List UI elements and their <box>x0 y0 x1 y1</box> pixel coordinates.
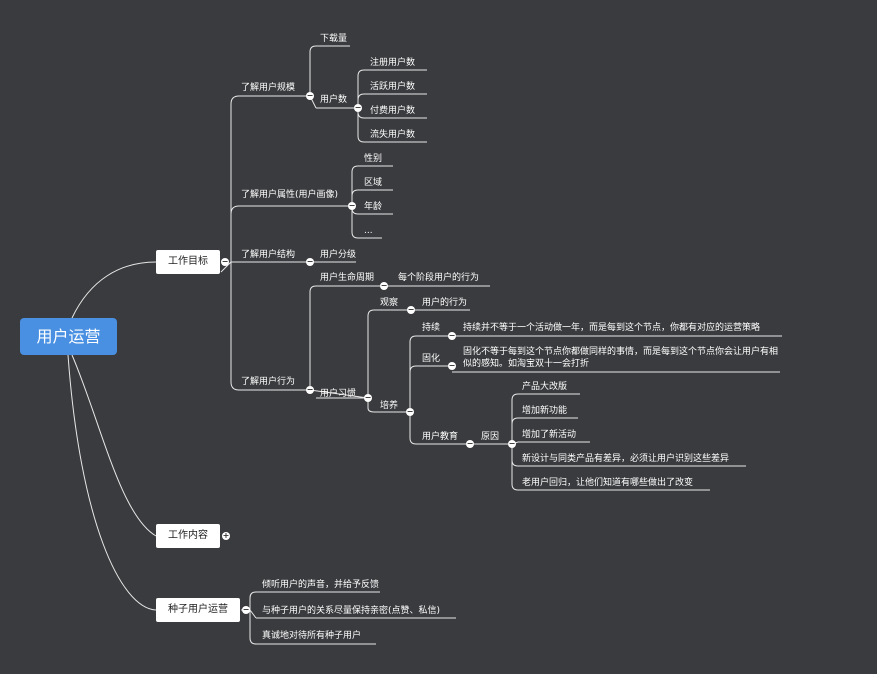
behavior-node[interactable]: 了解用户行为 <box>241 377 296 387</box>
seed-item[interactable]: 真诚地对待所有种子用户 <box>262 631 362 641</box>
minus-toggle-icon[interactable]: − <box>448 361 456 370</box>
work-content-node[interactable]: 工作内容 <box>156 524 220 548</box>
minus-toggle-icon[interactable]: − <box>407 305 415 314</box>
cultivate-node[interactable]: 培养 <box>380 401 399 411</box>
user-count-item[interactable]: 流失用户数 <box>370 130 416 140</box>
minus-toggle-icon[interactable]: − <box>406 407 414 416</box>
seed-user-label: 种子用户运营 <box>168 604 228 615</box>
habits-node[interactable]: 用户习惯 <box>320 389 357 399</box>
work-goal-node[interactable]: 工作目标 <box>156 250 220 274</box>
reason-item[interactable]: 老用户回归，让他们知道有哪些做出了改变 <box>522 478 694 488</box>
reason-item[interactable]: 产品大改版 <box>522 382 568 392</box>
solidify-node[interactable]: 固化 <box>422 354 441 364</box>
observe-node[interactable]: 观察 <box>380 298 399 308</box>
seed-item[interactable]: 倾听用户的声音，并给予反馈 <box>262 580 380 590</box>
lifecycle-node[interactable]: 用户生命周期 <box>320 273 375 283</box>
user-count-item[interactable]: 注册用户数 <box>370 58 416 68</box>
minus-toggle-icon[interactable]: − <box>221 257 229 266</box>
minus-toggle-icon[interactable]: − <box>364 393 372 402</box>
attributes-node[interactable]: 了解用户属性(用户画像) <box>241 190 339 200</box>
reason-node[interactable]: 原因 <box>481 432 500 442</box>
user-count-item[interactable]: 活跃用户数 <box>370 82 416 92</box>
minus-toggle-icon[interactable]: − <box>242 605 250 614</box>
persist-node[interactable]: 持续 <box>422 323 441 333</box>
user-grading-node[interactable]: 用户分级 <box>320 250 357 260</box>
minus-toggle-icon[interactable]: − <box>448 331 456 340</box>
scale-node[interactable]: 了解用户规模 <box>241 83 296 93</box>
root-node[interactable]: 用户运营 <box>20 318 117 355</box>
reason-item[interactable]: 增加新功能 <box>522 406 568 416</box>
solidify-text[interactable]: 固化不等于每到这个节点你都做同样的事情，而是每到这个节点你会让用户有相似的感知。… <box>463 347 779 369</box>
minus-toggle-icon[interactable]: − <box>306 385 314 394</box>
minus-toggle-icon[interactable]: − <box>348 201 356 210</box>
structure-node[interactable]: 了解用户结构 <box>241 250 296 260</box>
minus-toggle-icon[interactable]: − <box>466 439 474 448</box>
user-count-item[interactable]: 付费用户数 <box>370 106 416 116</box>
attribute-item[interactable]: 性别 <box>364 154 383 164</box>
minus-toggle-icon[interactable]: − <box>508 439 516 448</box>
downloads-node[interactable]: 下载量 <box>320 34 348 44</box>
work-content-label: 工作内容 <box>168 530 208 541</box>
minus-toggle-icon[interactable]: − <box>306 257 314 266</box>
attribute-item[interactable]: 年龄 <box>364 202 383 212</box>
stage-behavior-node[interactable]: 每个阶段用户的行为 <box>398 273 480 283</box>
reason-item[interactable]: 增加了新活动 <box>522 430 577 440</box>
user-count-node[interactable]: 用户数 <box>320 95 348 105</box>
observe-child-node[interactable]: 用户的行为 <box>422 298 468 308</box>
education-node[interactable]: 用户教育 <box>422 432 459 442</box>
work-goal-label: 工作目标 <box>168 256 208 267</box>
seed-user-node[interactable]: 种子用户运营 <box>156 598 240 622</box>
plus-toggle-icon[interactable]: + <box>222 531 230 540</box>
reason-item[interactable]: 新设计与同类产品有差异，必须让用户识别这些差异 <box>522 454 730 464</box>
minus-toggle-icon[interactable]: − <box>380 281 388 290</box>
persist-text[interactable]: 持续并不等于一个活动做一年，而是每到这个节点，你都有对应的运营策略 <box>463 323 761 333</box>
attribute-item[interactable]: ... <box>364 226 373 236</box>
attribute-item[interactable]: 区域 <box>364 178 383 188</box>
seed-item[interactable]: 与种子用户的关系尽量保持亲密(点赞、私信) <box>262 606 441 616</box>
minus-toggle-icon[interactable]: − <box>354 103 362 112</box>
minus-toggle-icon[interactable]: − <box>306 91 314 100</box>
